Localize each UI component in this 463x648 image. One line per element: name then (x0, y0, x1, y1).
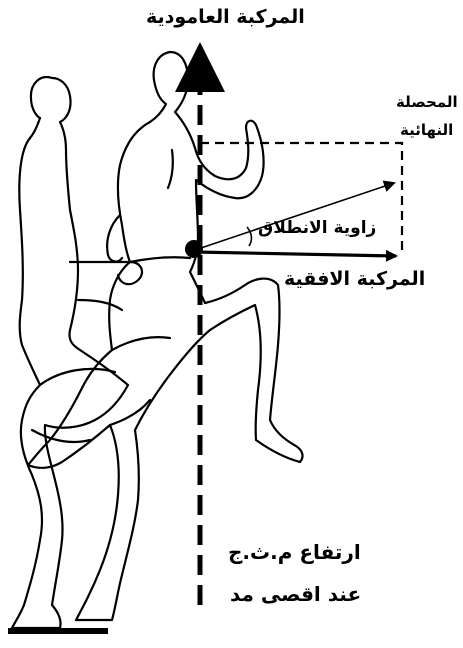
center-of-gravity-dot (185, 240, 203, 258)
launch-angle-label: زاوية الانطلاق (258, 218, 376, 238)
ground-bar (8, 628, 108, 634)
horizontal-component-label: المركبة الافقية (284, 268, 425, 291)
resultant-label-line1: المحصلة (396, 93, 458, 111)
horizontal-component-arrow (195, 252, 396, 256)
resultant-label-line2: النهائية (400, 121, 453, 139)
resultant-arrow (195, 183, 394, 250)
launch-angle-arc (247, 227, 251, 246)
components-box-dashed (200, 143, 402, 256)
vertical-component-label: المركبة العامودية (146, 6, 305, 29)
cg-height-label-line2: عند اقصى مد (230, 582, 361, 606)
cg-height-label-line1: ارتفاع م.ث.ج (228, 540, 361, 564)
